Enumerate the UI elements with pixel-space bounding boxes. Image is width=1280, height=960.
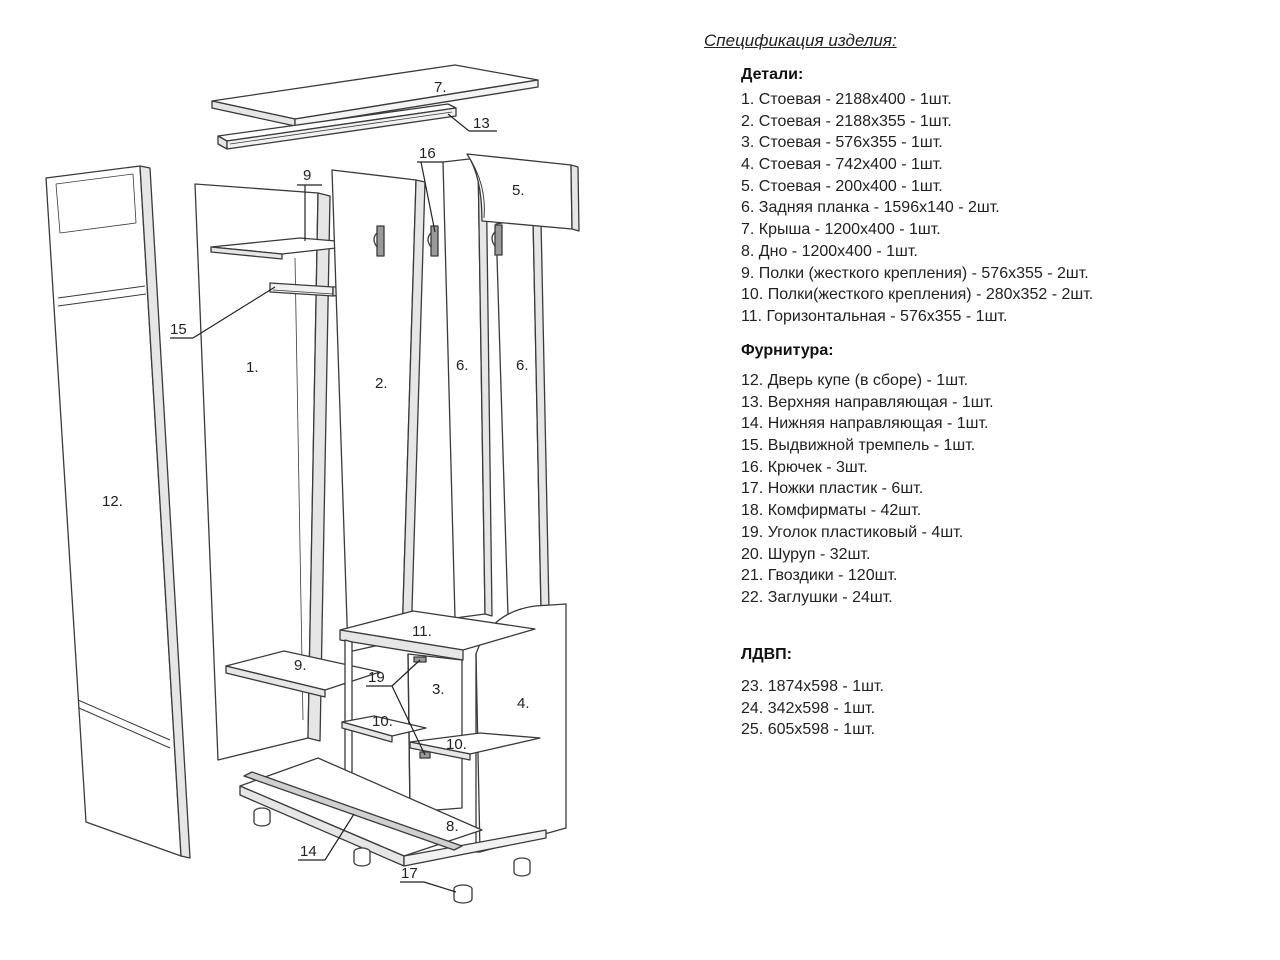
label-part-6a: 6. bbox=[456, 357, 469, 374]
callout-19: 19 bbox=[368, 669, 385, 686]
label-part-9: 9. bbox=[294, 657, 307, 674]
leg-icon bbox=[253, 807, 531, 904]
label-part-6b: 6. bbox=[516, 357, 529, 374]
label-part-12: 12. bbox=[102, 493, 123, 510]
label-part-5: 5. bbox=[512, 182, 525, 199]
callout-15: 15 bbox=[170, 321, 187, 338]
hook-2-icon bbox=[427, 225, 439, 257]
label-part-10b: 10. bbox=[446, 736, 467, 753]
part-labels: 12. 1. 2. 6. 6. 5. 7. 11. 9. 3. 4. 10. 1… bbox=[102, 79, 530, 835]
label-part-3: 3. bbox=[432, 681, 445, 698]
part-shelf-10-right bbox=[409, 732, 541, 761]
part-shelf-10-left bbox=[341, 715, 427, 743]
label-part-2: 2. bbox=[375, 375, 388, 392]
part-shelf-9-lower bbox=[225, 650, 381, 698]
part-bottom-rail bbox=[243, 771, 463, 851]
callout-14: 14 bbox=[300, 843, 317, 860]
part-door bbox=[45, 165, 191, 859]
part-shelf-9-upper bbox=[210, 237, 373, 260]
callout-13: 13 bbox=[473, 115, 490, 132]
callout-leaders bbox=[170, 113, 497, 893]
label-part-4: 4. bbox=[517, 695, 530, 712]
part-back-strip-6b bbox=[495, 217, 550, 617]
part-horizontal-11 bbox=[339, 610, 536, 661]
hook-3-icon bbox=[491, 224, 503, 256]
callout-9: 9 bbox=[303, 167, 311, 184]
part-roof bbox=[211, 64, 539, 127]
part-back-strip-6a bbox=[442, 157, 493, 619]
label-part-1: 1. bbox=[246, 359, 259, 376]
hook-1-icon bbox=[373, 225, 385, 257]
callout-numbers: 9 13 16 15 19 14 17 bbox=[170, 115, 490, 882]
label-part-8: 8. bbox=[446, 818, 459, 835]
callout-17: 17 bbox=[401, 865, 418, 882]
part-inner-3 bbox=[407, 653, 463, 813]
part-side-1 bbox=[194, 183, 331, 761]
label-part-10a: 10. bbox=[372, 713, 393, 730]
label-part-11: 11. bbox=[412, 623, 432, 640]
callout-16: 16 bbox=[419, 145, 436, 162]
label-part-7: 7. bbox=[434, 79, 447, 96]
part-top-rail bbox=[217, 103, 457, 150]
part-top-panel-5 bbox=[466, 153, 580, 232]
